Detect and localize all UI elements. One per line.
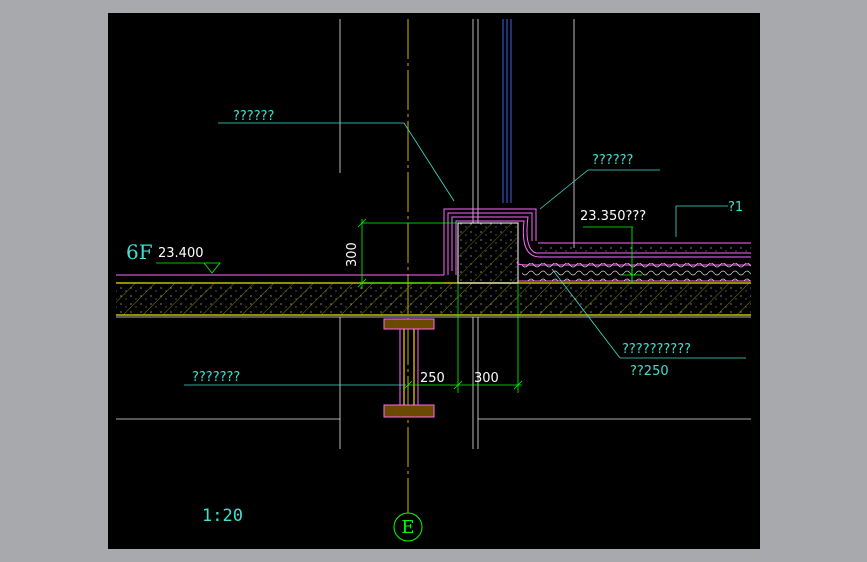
top-right-callout: ?1 [728,200,743,215]
grid-lines [116,19,751,449]
scale-label: 1:20 [202,506,243,526]
level-markers [156,262,221,274]
axis-bubble-label: E [401,517,414,538]
dimension-beam-offset: 250 [420,371,445,386]
concrete-curb [457,222,519,284]
dimension-lines [357,218,642,393]
section-drawing: E 6F 23.400 23.350??? ?????? ?????? ?1 ?… [116,19,751,542]
axis-bubble-e[interactable]: E [393,512,423,542]
beam-callout: ??????? [192,370,240,385]
window-lines [502,19,512,203]
curb-callout: ?????? [233,109,274,124]
roof-level: 23.350??? [580,209,646,224]
dimension-curb-width: 300 [474,371,499,386]
membrane-callout: ?????????? [622,342,691,357]
dimension-curb-height: 300 [345,242,360,267]
membrane-callout-sub: ??250 [630,364,669,379]
floor-slab [116,274,751,316]
roof-callout: ?????? [592,153,633,168]
floor-level: 23.400 [158,246,204,261]
steel-beam [383,318,435,418]
drawing-canvas[interactable]: E 6F 23.400 23.350??? ?????? ?????? ?1 ?… [108,13,760,549]
leader-lines [184,122,746,386]
roof-insulation [522,242,751,281]
floor-label: 6F [126,240,153,264]
